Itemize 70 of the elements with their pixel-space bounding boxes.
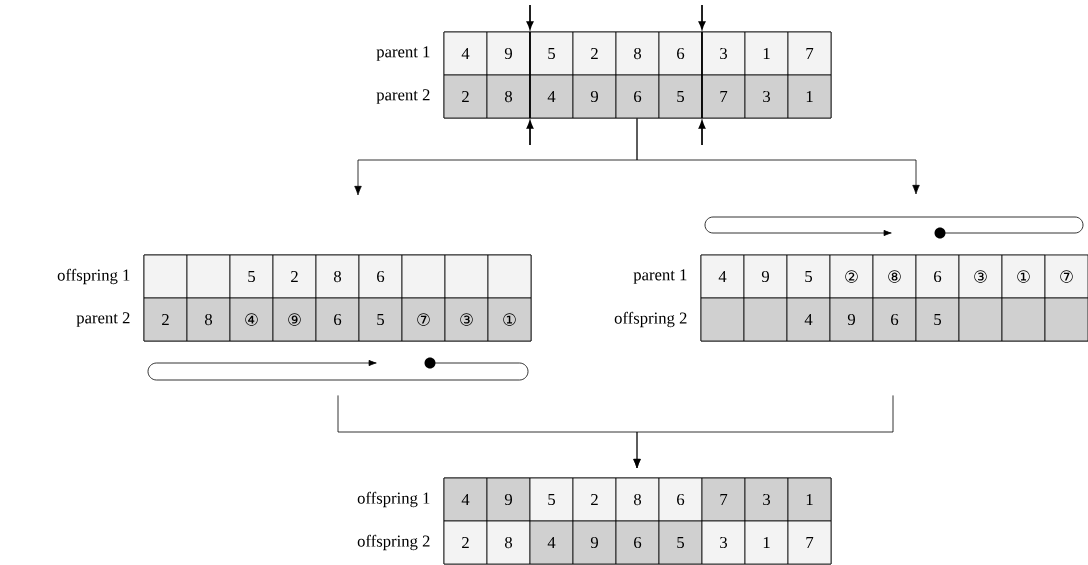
number-cell: 2 — [572, 31, 617, 76]
number-cell: 4 — [443, 31, 488, 76]
row-label: offspring 2 — [357, 534, 430, 551]
number-cell: 6 — [615, 74, 660, 119]
number-cell: 9 — [743, 254, 788, 299]
row-label: parent 2 — [76, 312, 130, 327]
number-cell: 4 — [529, 520, 574, 565]
number-cell: 9 — [829, 297, 874, 342]
number-cell: 7 — [701, 74, 746, 119]
number-cell: 9 — [486, 477, 531, 522]
number-cell: 6 — [872, 297, 917, 342]
number-cell: 6 — [615, 520, 660, 565]
number-cell: 5 — [915, 297, 960, 342]
number-cell: 3 — [744, 477, 789, 522]
row-label: offspring 2 — [614, 311, 687, 328]
number-cell: ② — [829, 254, 874, 299]
number-cell: 5 — [358, 297, 403, 342]
number-cell: 9 — [572, 520, 617, 565]
row-label: offspring 1 — [57, 268, 130, 285]
number-cell: 1 — [787, 74, 832, 119]
number-cell: 8 — [486, 520, 531, 565]
number-cell: ⑧ — [872, 254, 917, 299]
number-cell: 9 — [572, 74, 617, 119]
number-cell: 5 — [529, 477, 574, 522]
number-cell: 1 — [787, 477, 832, 522]
arrow — [633, 395, 894, 469]
number-cell: 2 — [272, 254, 317, 299]
number-cell: 5 — [658, 520, 703, 565]
number-cell: 2 — [572, 477, 617, 522]
number-cell: 5 — [786, 254, 831, 299]
number-cell: 9 — [486, 31, 531, 76]
number-cell: ⑦ — [1044, 254, 1088, 299]
number-cell: 8 — [315, 254, 360, 299]
number-cell: 6 — [915, 254, 960, 299]
number-cell: 7 — [787, 520, 832, 565]
number-cell: 2 — [443, 74, 488, 119]
number-cell: ① — [487, 297, 532, 342]
number-cell: 7 — [787, 31, 832, 76]
number-cell: 2 — [143, 297, 188, 342]
number-cell: 7 — [701, 477, 746, 522]
number-cell: ④ — [229, 297, 274, 342]
arrow — [636, 118, 920, 195]
row-label: parent 2 — [376, 89, 430, 104]
number-cell: 5 — [229, 254, 274, 299]
number-cell: 6 — [658, 477, 703, 522]
row-label: offspring 1 — [357, 491, 430, 508]
number-cell: 6 — [315, 297, 360, 342]
number-cell: 1 — [744, 520, 789, 565]
number-cell: 2 — [443, 520, 488, 565]
number-cell: ⑨ — [272, 297, 317, 342]
number-cell: ③ — [958, 254, 1003, 299]
number-cell: 4 — [786, 297, 831, 342]
number-cell: 3 — [701, 520, 746, 565]
number-cell: ⑦ — [401, 297, 446, 342]
number-cell: 4 — [529, 74, 574, 119]
number-cell: 4 — [443, 477, 488, 522]
number-cell: 5 — [658, 74, 703, 119]
number-cell: 6 — [358, 254, 403, 299]
number-cell: 3 — [744, 74, 789, 119]
number-cell: 8 — [486, 74, 531, 119]
row-label: parent 1 — [376, 46, 430, 61]
number-cell: ① — [1001, 254, 1046, 299]
number-cell: 8 — [186, 297, 231, 342]
row-label: parent 1 — [633, 269, 687, 284]
number-cell: 6 — [658, 31, 703, 76]
number-cell: 1 — [744, 31, 789, 76]
number-cell: 8 — [615, 477, 660, 522]
number-cell: ③ — [444, 297, 489, 342]
number-cell: 8 — [615, 31, 660, 76]
number-cell: 4 — [700, 254, 745, 299]
